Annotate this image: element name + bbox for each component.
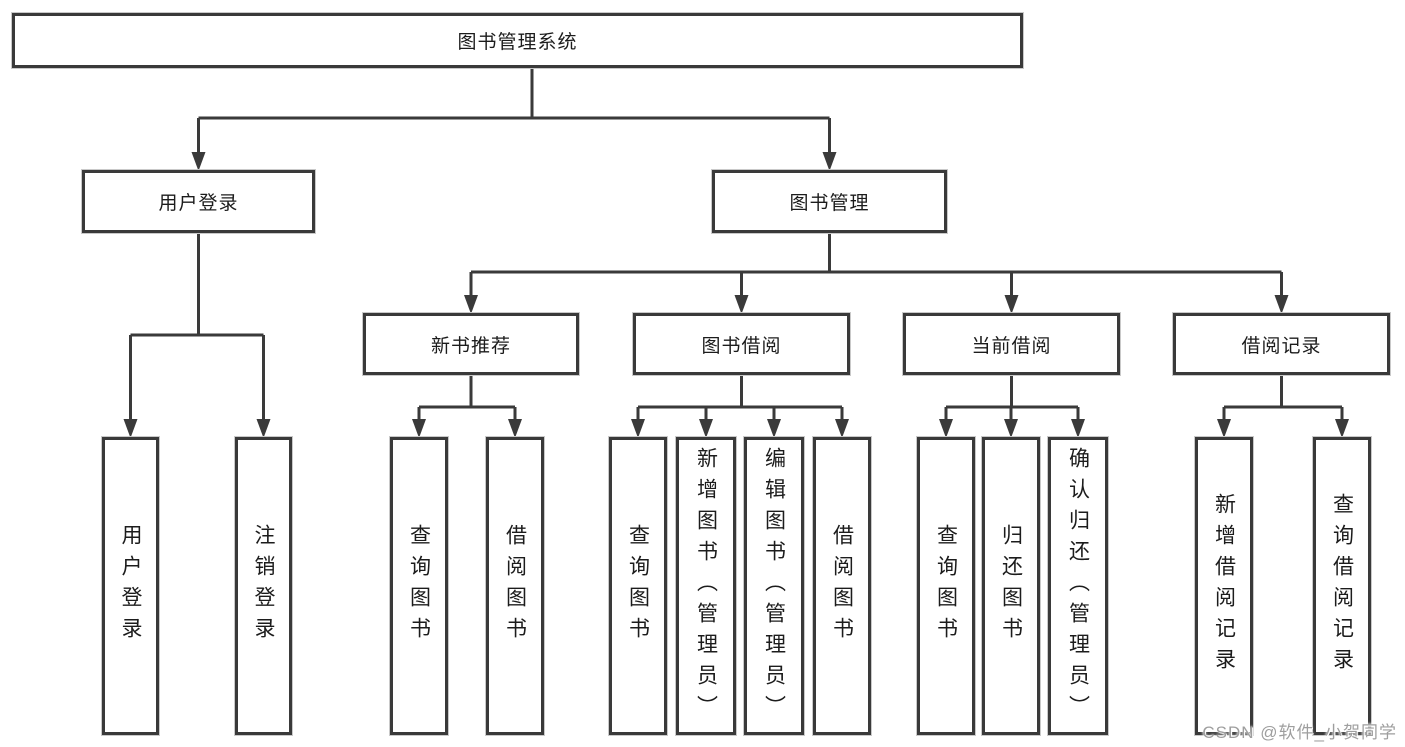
node-leaf-cb-query: 查询图书 (917, 437, 975, 735)
node-leaf-user-login: 用户登录 (102, 437, 159, 735)
node-book-borrow: 图书借阅 (633, 313, 850, 375)
node-leaf-cb-confirm: 确认归还（管理员） (1048, 437, 1108, 735)
node-label-leaf-nb-query: 查询图书 (407, 524, 431, 648)
node-label-leaf-br-query: 查询借阅记录 (1330, 493, 1354, 679)
node-label-book-mgmt: 图书管理 (789, 193, 870, 214)
node-user-login: 用户登录 (82, 170, 315, 233)
node-leaf-br-add: 新增借阅记录 (1195, 437, 1253, 735)
node-label-borrow-record: 借阅记录 (1241, 335, 1322, 357)
node-root: 图书管理系统 (12, 13, 1023, 68)
node-current-borrow: 当前借阅 (903, 313, 1120, 375)
node-label-user-login: 用户登录 (158, 193, 239, 214)
node-label-leaf-cb-confirm: 确认归还（管理员） (1066, 446, 1090, 726)
node-leaf-nb-borrow: 借阅图书 (486, 437, 544, 735)
node-leaf-br-query: 查询借阅记录 (1313, 437, 1371, 735)
node-book-mgmt: 图书管理 (712, 170, 947, 233)
node-new-book-rec: 新书推荐 (363, 313, 579, 375)
node-label-root: 图书管理系统 (457, 32, 578, 53)
node-label-leaf-bb-edit: 编辑图书（管理员） (762, 446, 786, 726)
node-label-leaf-user-login: 用户登录 (119, 524, 142, 648)
node-label-book-borrow: 图书借阅 (701, 335, 782, 357)
node-label-leaf-bb-query: 查询图书 (626, 524, 650, 648)
node-leaf-cb-return: 归还图书 (982, 437, 1040, 735)
node-label-leaf-bb-add: 新增图书（管理员） (694, 446, 718, 726)
node-label-leaf-cb-return: 归还图书 (999, 524, 1023, 648)
watermark: CSDN @软件_小贺同学 (1202, 723, 1397, 742)
node-leaf-nb-query: 查询图书 (390, 437, 448, 735)
node-label-leaf-nb-borrow: 借阅图书 (503, 524, 527, 648)
node-label-leaf-br-add: 新增借阅记录 (1212, 493, 1236, 679)
node-label-leaf-bb-borrow: 借阅图书 (830, 524, 854, 648)
node-borrow-record: 借阅记录 (1173, 313, 1390, 375)
node-leaf-bb-query: 查询图书 (609, 437, 667, 735)
node-leaf-bb-add: 新增图书（管理员） (676, 437, 736, 735)
node-label-new-book-rec: 新书推荐 (430, 335, 511, 357)
node-leaf-bb-borrow: 借阅图书 (813, 437, 871, 735)
node-label-leaf-logout: 注销登录 (252, 524, 275, 648)
node-leaf-logout: 注销登录 (235, 437, 292, 735)
node-label-leaf-cb-query: 查询图书 (934, 524, 958, 648)
node-label-current-borrow: 当前借阅 (971, 335, 1052, 357)
node-leaf-bb-edit: 编辑图书（管理员） (744, 437, 804, 735)
